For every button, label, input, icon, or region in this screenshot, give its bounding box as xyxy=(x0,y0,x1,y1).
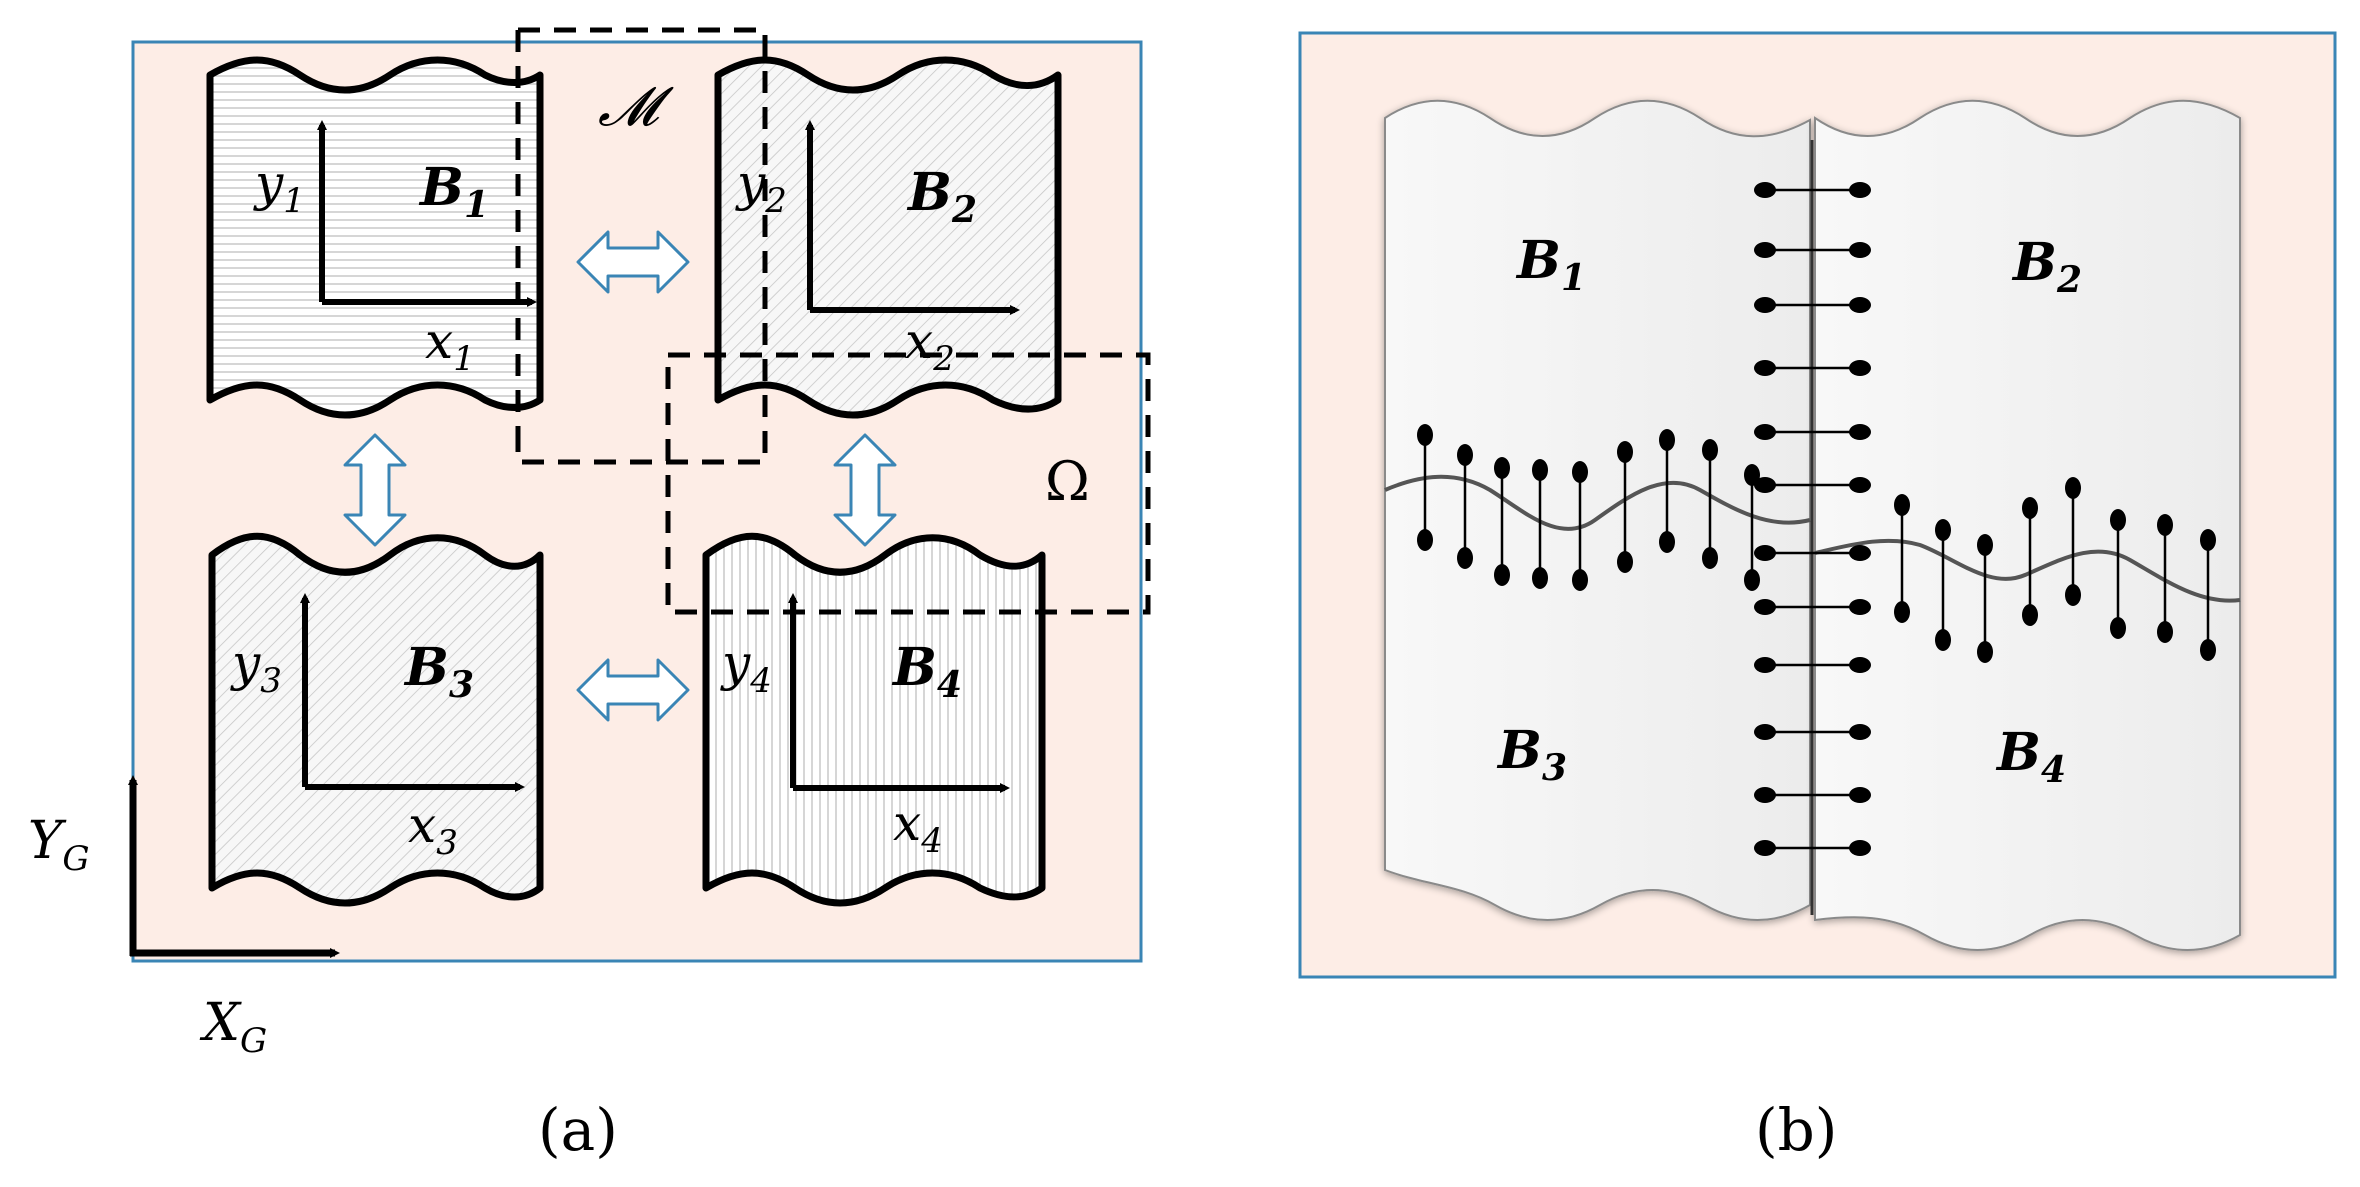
region-omega-outline xyxy=(665,352,1151,615)
coupling-arrow-b2-b4 xyxy=(833,433,897,547)
seam-connector-node xyxy=(1754,599,1776,615)
sheet-left xyxy=(1384,99,1811,921)
wave-connector-node xyxy=(2065,477,2081,499)
wave-connector-node xyxy=(1572,461,1588,483)
wave-connector-node xyxy=(2022,604,2038,626)
wave-connector-node xyxy=(1977,534,1993,556)
wave-connector-node xyxy=(2065,584,2081,606)
block-b2-label: B2 xyxy=(906,162,977,231)
seam-connector-node xyxy=(1754,724,1776,740)
seam-connector-node xyxy=(1754,297,1776,313)
block-b3-y-label: y3 xyxy=(230,634,282,701)
sheet-b2-label: B2 xyxy=(2011,232,2082,301)
block-b3-x-label: x3 xyxy=(408,796,458,863)
coupling-arrow-b1-b2 xyxy=(576,230,690,294)
wave-connector-node xyxy=(1702,439,1718,461)
coupling-arrow-b1-b3 xyxy=(343,433,407,547)
wave-connector-node xyxy=(1977,641,1993,663)
wave-connector-node xyxy=(1494,564,1510,586)
wave-connector-node xyxy=(2110,617,2126,639)
seam-connector-node xyxy=(1754,787,1776,803)
wave-connector-node xyxy=(1617,441,1633,463)
seam-connector-node xyxy=(1754,182,1776,198)
seam-connector-node xyxy=(1849,724,1871,740)
wave-connector-node xyxy=(1617,551,1633,573)
block-b3-label: B3 xyxy=(403,637,474,706)
block-b1-sheet xyxy=(206,56,544,419)
sheet-b1-label: B1 xyxy=(1515,230,1586,299)
wave-connector-node xyxy=(1744,569,1760,591)
block-b2-x-label: x2 xyxy=(905,312,955,379)
wave-connector-node xyxy=(1457,444,1473,466)
seam-connector-node xyxy=(1754,424,1776,440)
block-b2-y-label: y2 xyxy=(735,154,787,221)
wave-connector-node xyxy=(1935,519,1951,541)
coupling-arrow-b3-b4 xyxy=(576,658,690,722)
wave-connector-node xyxy=(2022,497,2038,519)
block-b3-sheet xyxy=(208,532,544,907)
block-b2: B2 y2 x2 xyxy=(714,56,1062,419)
seam-connector-node xyxy=(1849,182,1871,198)
wave-connector-node xyxy=(2157,514,2173,536)
seam-connector-node xyxy=(1849,360,1871,376)
global-x-label: XG xyxy=(199,993,267,1061)
block-b1-x-label: x1 xyxy=(425,312,475,379)
spring-connectors xyxy=(1417,182,2216,856)
block-b1: B1 y1 x1 xyxy=(206,56,544,419)
wave-connector-node xyxy=(1417,424,1433,446)
wave-connector-node xyxy=(2200,529,2216,551)
global-y-label: YG xyxy=(28,811,90,879)
panel-b: B1 B2 B3 B4 (b) xyxy=(1298,31,2337,1164)
panel-a: B1 y1 x1 B2 y2 x2 B3 y3 x3 B4 xyxy=(28,27,1151,1164)
wave-connector-node xyxy=(1532,459,1548,481)
wave-connector-node xyxy=(2157,621,2173,643)
wave-connector-node xyxy=(1894,601,1910,623)
seam-connector-node xyxy=(1849,787,1871,803)
wave-connector-node xyxy=(1572,569,1588,591)
wave-connector-node xyxy=(1532,567,1548,589)
seam-connector-node xyxy=(1754,242,1776,258)
wave-connector-node xyxy=(1894,494,1910,516)
block-b1-label: B1 xyxy=(418,157,489,226)
block-b3: B3 y3 x3 xyxy=(208,532,544,907)
sheet-right xyxy=(1814,99,2241,951)
seam-connector-node xyxy=(1849,242,1871,258)
seam-connector-node xyxy=(1849,477,1871,493)
wave-connector-node xyxy=(2110,509,2126,531)
seam-connector-node xyxy=(1849,840,1871,856)
block-b2-sheet xyxy=(714,56,1062,419)
block-b4: B4 y4 x4 xyxy=(702,532,1046,907)
panel-b-caption: (b) xyxy=(1755,1096,1837,1164)
seam-connector-node xyxy=(1754,545,1776,561)
seam-connector-node xyxy=(1849,657,1871,673)
block-b4-y-label: y4 xyxy=(720,634,772,701)
wave-connector-node xyxy=(1659,531,1675,553)
block-b4-sheet xyxy=(702,532,1046,907)
region-omega-label: Ω xyxy=(1045,450,1090,513)
wave-connector-node xyxy=(1935,629,1951,651)
seam-connector-node xyxy=(1754,657,1776,673)
seam-connector-node xyxy=(1754,477,1776,493)
seam-connector-node xyxy=(1849,297,1871,313)
sheet-b3-label: B3 xyxy=(1496,720,1567,789)
seam-connector-node xyxy=(1849,599,1871,615)
sheet-b4-label: B4 xyxy=(1995,722,2066,791)
seam-connector-node xyxy=(1754,360,1776,376)
wave-connector-node xyxy=(1457,547,1473,569)
block-b4-label: B4 xyxy=(891,637,962,706)
block-b1-y-label: y1 xyxy=(253,154,305,221)
wave-connector-node xyxy=(2200,639,2216,661)
wave-connector-node xyxy=(1702,547,1718,569)
horizontal-seam-left xyxy=(1384,474,1811,531)
seam-connector-node xyxy=(1849,424,1871,440)
wave-connector-node xyxy=(1494,457,1510,479)
seam-connector-node xyxy=(1849,545,1871,561)
wave-connector-node xyxy=(1417,529,1433,551)
wave-connector-node xyxy=(1744,464,1760,486)
wave-connector-node xyxy=(1659,429,1675,451)
seam-connector-node xyxy=(1754,840,1776,856)
panel-a-caption: (a) xyxy=(538,1096,618,1164)
block-b4-x-label: x4 xyxy=(893,794,943,861)
